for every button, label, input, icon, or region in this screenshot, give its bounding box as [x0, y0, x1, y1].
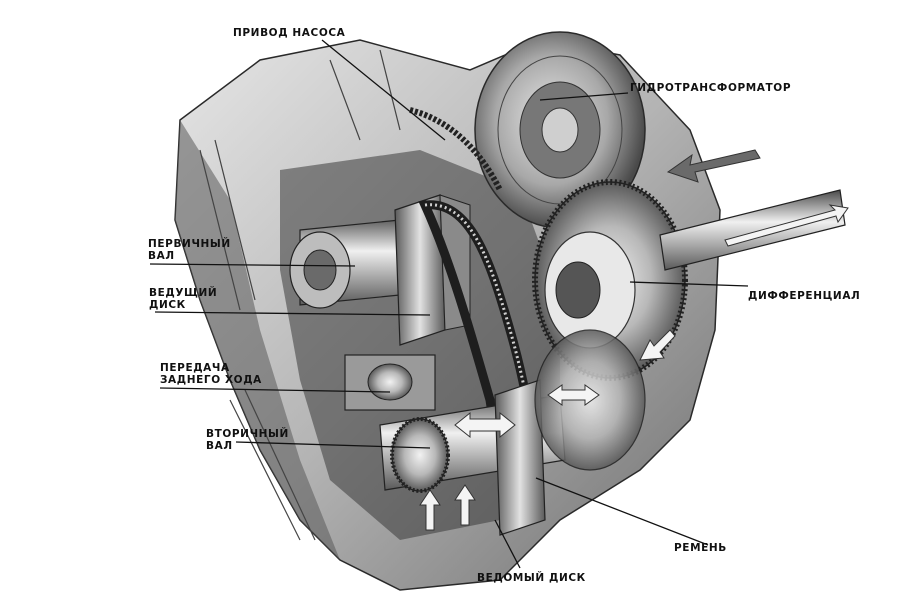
- leader-driven-disc: [494, 519, 521, 569]
- leader-lines: [149, 39, 749, 569]
- label-primary-shaft: ПЕРВИЧНЫЙ ВАЛ: [148, 238, 231, 262]
- leader-drive-disc: [154, 311, 431, 316]
- label-driven-disc: ВЕДОМЫЙ ДИСК: [477, 572, 586, 584]
- leader-belt: [535, 477, 709, 546]
- leader-primary-shaft: [149, 263, 356, 267]
- flow-arrows: [419, 204, 849, 531]
- label-secondary-shaft: ВТОРИЧНЫЙ ВАЛ: [206, 428, 289, 452]
- label-torque-converter: ГИДРОТРАНСФОРМАТОР: [630, 82, 792, 94]
- leader-differential: [629, 281, 749, 287]
- input-torque-arrow: [666, 149, 761, 183]
- leader-torque-converter: [539, 92, 629, 101]
- housing-ribs: [199, 49, 401, 541]
- leader-secondary-shaft: [235, 441, 431, 449]
- differential-part: [532, 179, 688, 381]
- label-drive-disc: ВЕДУЩИЙ ДИСК: [149, 287, 218, 311]
- label-pump-drive: ПРИВОД НАСОСА: [233, 27, 346, 39]
- pump-drive-chain: [409, 107, 503, 192]
- output-axle-part: [659, 189, 846, 271]
- leader-reverse-gear: [159, 387, 391, 393]
- label-belt: РЕМЕНЬ: [674, 542, 727, 554]
- housing-shadow-left: [175, 120, 340, 560]
- label-differential: ДИФФЕРЕНЦИАЛ: [748, 290, 861, 302]
- label-reverse-gear: ПЕРЕДАЧА ЗАДНЕГО ХОДА: [160, 362, 262, 386]
- leader-pump-drive: [321, 39, 446, 141]
- reverse-gear-part: [344, 354, 436, 411]
